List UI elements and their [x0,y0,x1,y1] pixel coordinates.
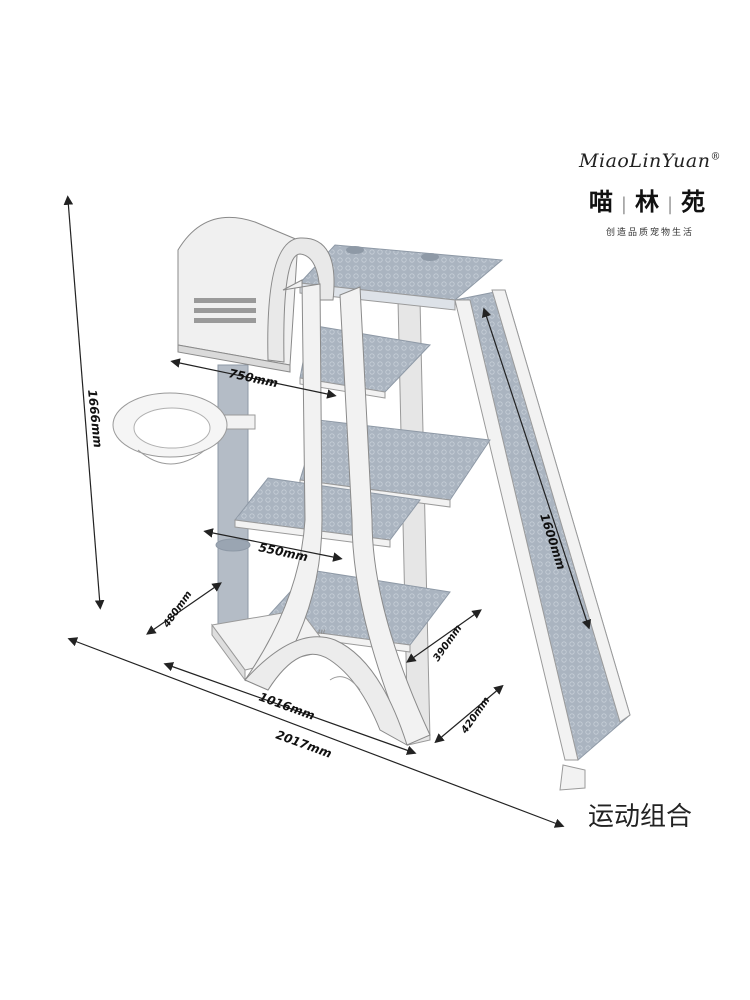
top-platform [298,244,504,311]
svg-text:ℓℓℓ: ℓℓℓ [317,629,325,636]
brand-separator-1: | [620,194,633,215]
label-lower-step: 390mm [431,623,464,663]
label-total-width: 2017mm [274,728,334,761]
sisal-post-left [215,364,251,636]
brand-char-3: 苑 [681,188,712,216]
brand-char-1: 喵 [588,188,619,216]
brand-char-2: 林 [635,188,665,216]
label-mid-width: 550mm [257,540,309,564]
label-post-depth: 480mm [161,589,195,630]
combo-caption: 运动组合 [588,802,693,832]
brand-block: MiaoLinYuan® 喵|林|苑 创造品质宠物生活 [560,150,740,238]
label-base-depth: 420mm [459,695,493,736]
brand-logo-text: MiaoLinYuan [579,150,711,172]
food-bowl [112,392,256,465]
brand-chinese-name: 喵|林|苑 [560,182,740,217]
label-height: 1666mm [85,389,105,449]
dimension-lines [63,195,592,828]
brand-separator-2: | [667,194,680,215]
brand-logo: MiaoLinYuan® [560,150,740,172]
label-base-width: 1016mm [257,690,317,723]
cat-house [177,216,335,373]
brand-tagline: 创造品质宠物生活 [605,228,694,238]
registered-mark: ® [710,151,721,163]
